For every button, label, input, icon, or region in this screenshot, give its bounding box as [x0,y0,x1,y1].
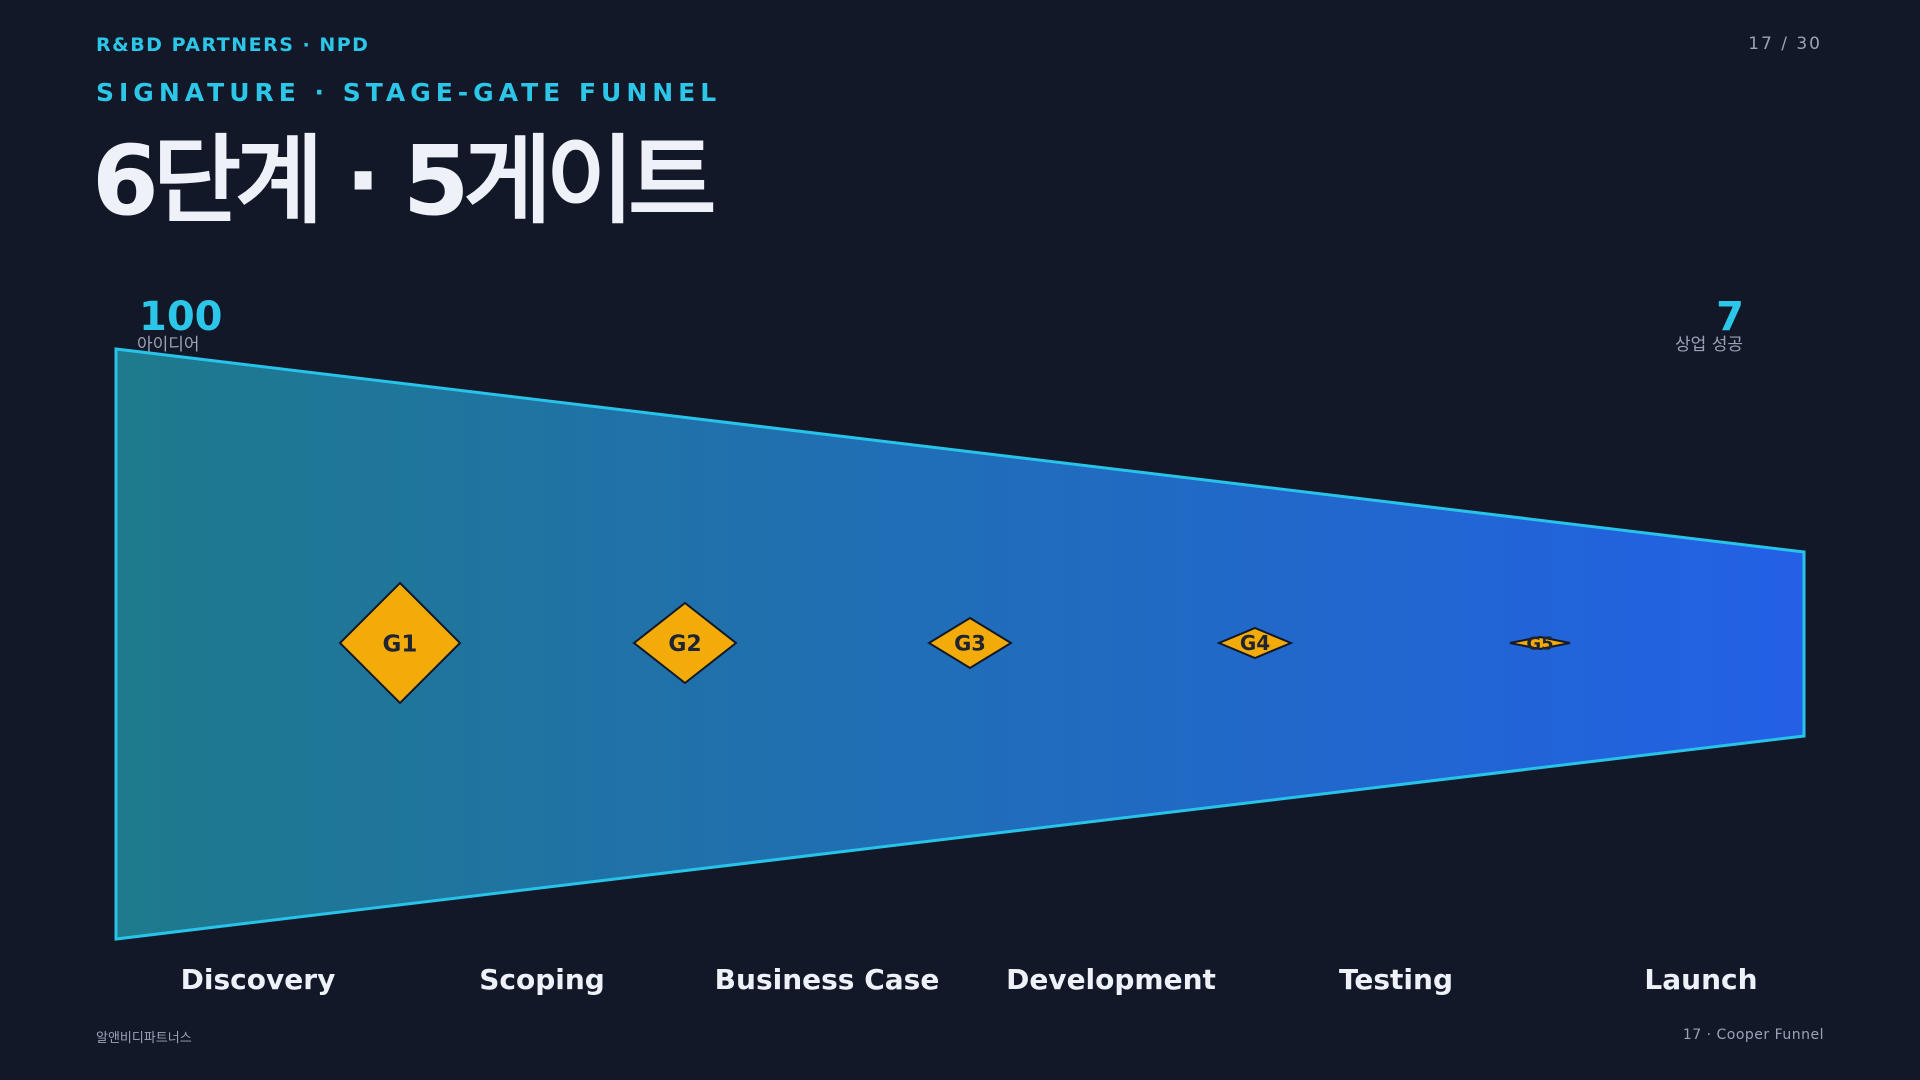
gate-diamond [338,581,462,705]
footer-company: 알앤비디파트너스 [96,1031,192,1046]
gate-diamond [927,616,1013,670]
funnel-end-label: 상업 성공 [1675,335,1743,355]
funnel-start-value: 100 [139,294,223,340]
gate-g2: G2 [632,601,738,685]
gate-g4: G4 [1216,626,1294,660]
stage-label-launch: Launch [1644,963,1757,996]
stage-label-business-case: Business Case [715,963,940,996]
gate-diamond [1509,635,1571,651]
slide-subtitle: SIGNATURE · STAGE-GATE FUNNEL [96,78,722,107]
stage-label-discovery: Discovery [181,963,336,996]
gate-g3: G3 [927,616,1013,670]
gate-label: G2 [668,632,701,657]
gate-label: G4 [1240,631,1270,655]
page-number: 17 / 30 [1748,34,1822,54]
gate-label: G1 [383,631,418,657]
gate-label: G5 [1526,633,1553,654]
gate-diamond [632,601,738,685]
stage-label-scoping: Scoping [479,963,605,996]
funnel-end-value: 7 [1716,294,1744,340]
stage-label-testing: Testing [1339,963,1453,996]
stages-layer: Discovery Scoping Business Case Development… [181,963,1758,996]
gate-g5: G5 [1509,633,1571,654]
footer-slide-label: 17 · Cooper Funnel [1682,1027,1824,1043]
stage-label-development: Development [1006,963,1216,996]
gate-diamond [1216,626,1294,660]
header-kicker: R&BD PARTNERS · NPD [96,34,370,56]
gate-label: G3 [954,632,986,656]
gates-layer: G1 G2 G3 G4 G5 [338,581,1571,705]
slide-title: 6단계 · 5게이트 [92,125,717,237]
funnel-start-label: 아이디어 [137,335,200,355]
gate-g1: G1 [338,581,462,705]
